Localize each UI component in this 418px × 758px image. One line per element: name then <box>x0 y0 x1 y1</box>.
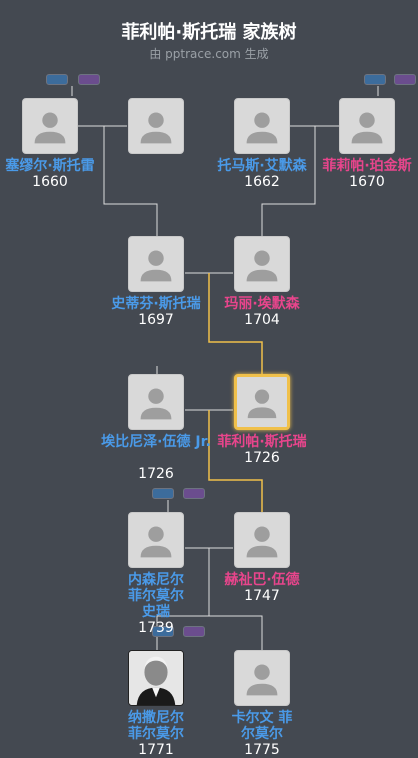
tag-badge[interactable] <box>78 74 100 85</box>
person-card[interactable] <box>128 512 184 568</box>
person-silhouette-icon <box>246 664 278 696</box>
person-silhouette-icon <box>246 112 278 144</box>
highlight-line <box>208 410 263 512</box>
person-silhouette-icon <box>34 112 66 144</box>
portrait-photo <box>129 651 183 705</box>
tag-badge[interactable] <box>183 488 205 499</box>
person-name: 赫祉巴·伍德 <box>224 572 300 588</box>
person-silhouette-icon <box>140 112 172 144</box>
person-name: 卡尔文 菲尔莫尔 <box>231 710 293 742</box>
person-card[interactable] <box>234 98 290 154</box>
person-name: 菲莉帕·珀金斯 <box>322 158 412 174</box>
tag-badge[interactable] <box>152 626 174 637</box>
person-name: 史蒂芬·斯托瑞 <box>111 296 201 312</box>
person-year: 1670 <box>349 174 385 190</box>
person-name: 玛丽·埃默森 <box>224 296 300 312</box>
person-card[interactable] <box>22 98 78 154</box>
person-card[interactable] <box>128 98 184 154</box>
person-year: 1747 <box>244 588 280 604</box>
person-name: 托马斯·艾默森 <box>217 158 307 174</box>
person-silhouette-icon <box>246 526 278 558</box>
person-card[interactable] <box>339 98 395 154</box>
tag-badge[interactable] <box>394 74 416 85</box>
person-name: 菲利帕·斯托瑞 <box>217 434 307 450</box>
person-year: 1697 <box>138 312 174 328</box>
person-silhouette-icon <box>247 389 277 419</box>
person-year: 1704 <box>244 312 280 328</box>
person-year: 1775 <box>244 742 280 758</box>
person-year: 1662 <box>244 174 280 190</box>
page-subtitle: 由 pptrace.com 生成 <box>149 47 269 61</box>
tag-badge[interactable] <box>46 74 68 85</box>
connector-line <box>71 86 379 512</box>
highlight-line <box>208 273 263 376</box>
person-card[interactable] <box>234 650 290 706</box>
person-name: 内森尼尔 菲尔莫尔 史瑞 <box>128 572 184 620</box>
person-silhouette-icon <box>140 250 172 282</box>
person-silhouette-icon <box>246 250 278 282</box>
tag-badge[interactable] <box>183 626 205 637</box>
tag-badge[interactable] <box>152 488 174 499</box>
person-year: 1660 <box>32 174 68 190</box>
person-silhouette-icon <box>351 112 383 144</box>
person-name: 埃比尼泽·伍德 Jr. <box>101 434 211 450</box>
person-silhouette-icon <box>140 388 172 420</box>
connector-line <box>78 125 158 236</box>
person-card[interactable] <box>234 512 290 568</box>
connector-line <box>261 125 339 236</box>
person-card[interactable] <box>128 374 184 430</box>
person-name: 塞缪尔·斯托雷 <box>5 158 95 174</box>
person-card[interactable] <box>234 236 290 292</box>
page-title: 菲利帕·斯托瑞 家族树 <box>121 22 297 43</box>
person-name: 纳撒尼尔 菲尔莫尔 <box>128 710 184 742</box>
person-year: 1726 <box>138 466 174 482</box>
person-year: 1726 <box>244 450 280 466</box>
person-silhouette-icon <box>140 526 172 558</box>
person-card[interactable] <box>128 650 184 706</box>
person-year: 1739 <box>138 620 174 636</box>
tag-badge[interactable] <box>364 74 386 85</box>
person-card-focus[interactable] <box>234 374 290 430</box>
person-card[interactable] <box>128 236 184 292</box>
person-year: 1771 <box>138 742 174 758</box>
